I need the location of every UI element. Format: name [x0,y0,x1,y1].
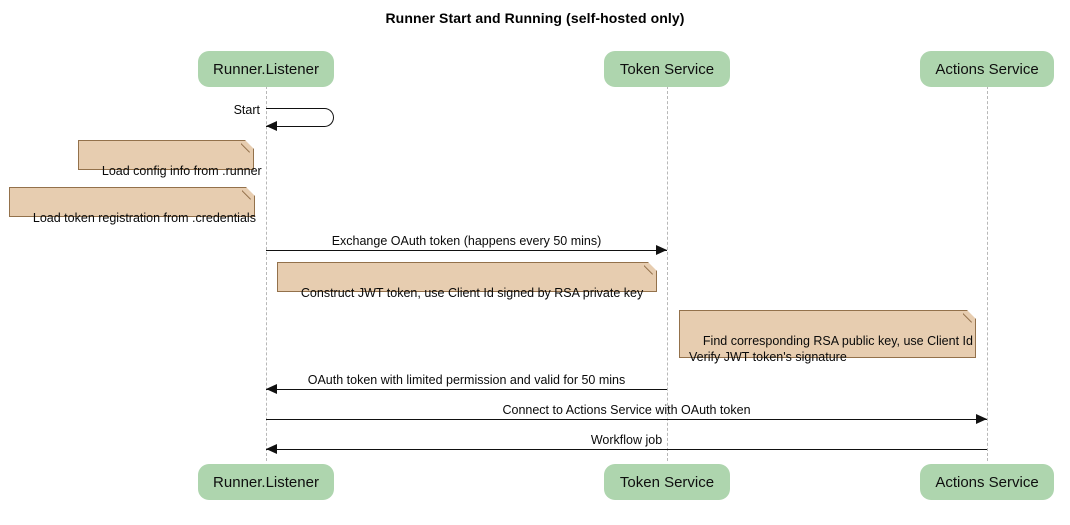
participant-label: Token Service [619,473,715,491]
message-arrowhead-oauth-token-response [266,383,277,394]
message-arrowhead-connect-actions-service [976,413,987,424]
message-label-workflow-job: Workflow job [590,433,663,447]
participant-runner-listener-top[interactable]: Runner.Listener [198,51,334,87]
note-text: Construct JWT token, use Client Id signe… [300,286,644,300]
note-text: Find corresponding RSA public key, use C… [689,334,973,364]
diagram-title: Runner Start and Running (self-hosted on… [385,10,685,26]
participant-actions-service-bottom[interactable]: Actions Service [920,464,1054,500]
note-fold-edge-icon [963,310,976,323]
message-line-exchange-oauth-token [266,250,667,251]
participant-label: Actions Service [935,60,1039,78]
note-load-config: Load config info from .runner [78,140,262,178]
participant-label: Runner.Listener [213,60,319,78]
participant-label: Runner.Listener [213,473,319,491]
note-construct-jwt-token: Construct JWT token, use Client Id signe… [277,262,657,300]
note-verify-jwt-signature: Find corresponding RSA public key, use C… [679,310,976,364]
message-line-workflow-job [266,449,987,450]
message-line-oauth-token-response [266,389,667,390]
self-message-arrowhead-start [266,121,277,131]
participant-runner-listener-bottom[interactable]: Runner.Listener [198,464,334,500]
message-label-connect-actions-service: Connect to Actions Service with OAuth to… [502,403,751,417]
note-text: Load token registration from .credential… [32,211,256,225]
participant-label: Token Service [619,60,715,78]
lifeline-token-service [667,86,668,461]
message-line-connect-actions-service [266,419,987,420]
message-arrowhead-exchange-oauth-token [656,244,667,255]
lifeline-runner-listener [266,86,267,461]
note-fold-edge-icon [242,187,255,200]
self-message-label-start: Start [233,103,260,117]
message-arrowhead-workflow-job [266,443,277,454]
message-label-exchange-oauth-token: Exchange OAuth token (happens every 50 m… [331,234,602,248]
note-load-token-registration: Load token registration from .credential… [9,187,256,225]
self-message-loop-start [266,108,334,127]
participant-token-service-bottom[interactable]: Token Service [604,464,730,500]
participant-token-service-top[interactable]: Token Service [604,51,730,87]
lifeline-actions-service [987,86,988,461]
participant-label: Actions Service [935,473,1039,491]
note-fold-edge-icon [241,140,254,153]
note-text: Load config info from .runner [101,164,262,178]
message-label-oauth-token-response: OAuth token with limited permission and … [307,373,626,387]
note-fold-edge-icon [644,262,657,275]
participant-actions-service-top[interactable]: Actions Service [920,51,1054,87]
